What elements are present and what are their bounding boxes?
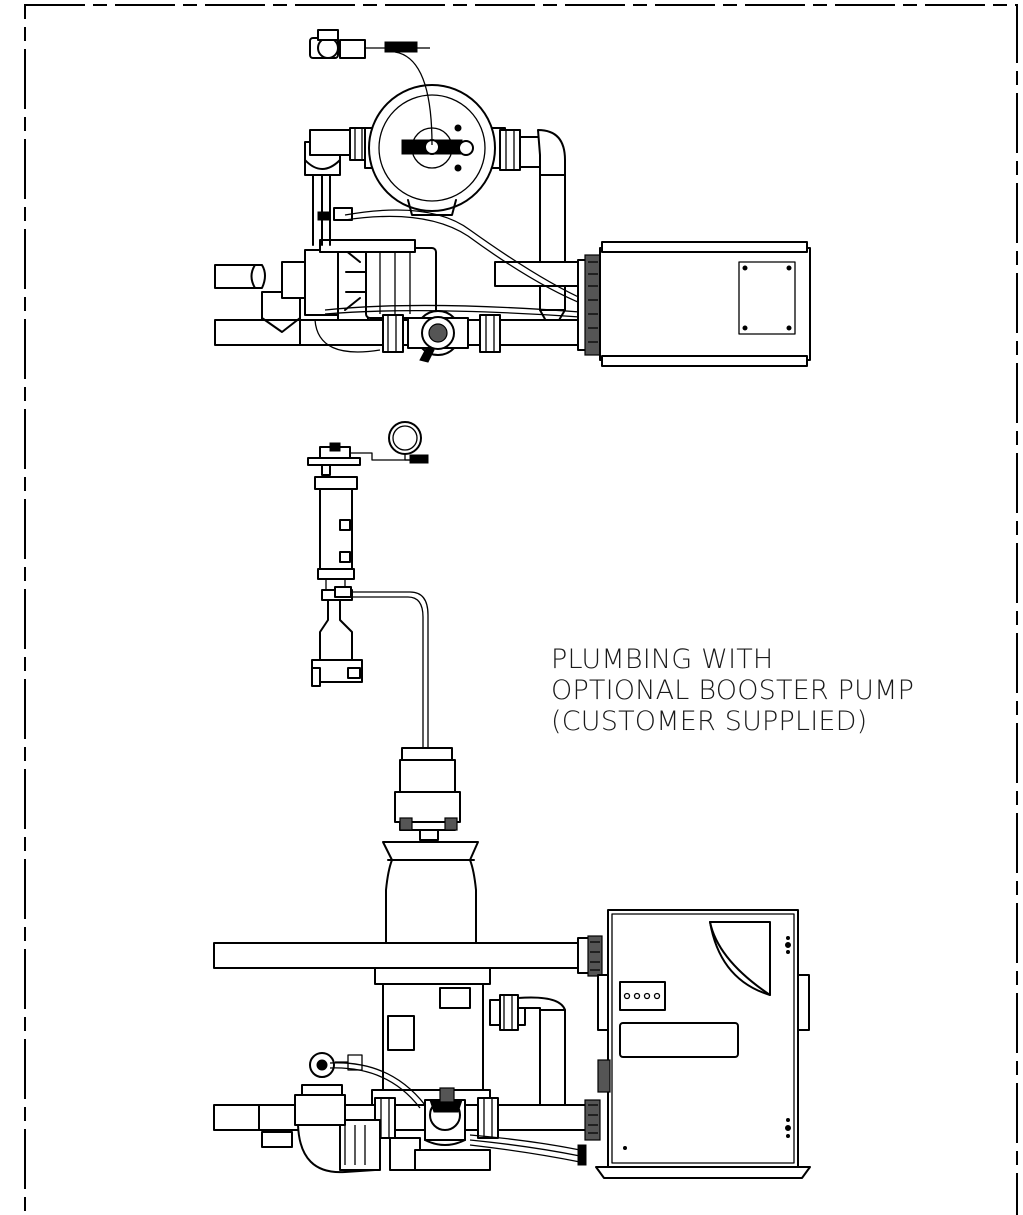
lower-pump [294,1052,491,1174]
lower-hose [350,591,429,750]
lower-filter-tank [382,841,479,951]
lower-right-riser [489,994,566,1106]
multiport-valve [364,84,506,216]
caption-line-1: PLUMBING WITH [551,644,774,675]
upper-sensor-tubes [314,209,586,353]
upper-right-pipe [494,129,581,333]
lower-heater [595,909,811,1179]
diagram-caption: PLUMBING WITH OPTIONAL BOOSTER PUMP (CUS… [551,644,971,737]
lower-cell [314,476,358,601]
dashed-border [24,4,1018,1215]
upper-heater [577,241,811,367]
upper-assembly [214,29,811,367]
upper-manifold [299,310,591,363]
lower-controller [307,421,429,476]
lower-assembly [213,421,811,1179]
caption-line-2: OPTIONAL BOOSTER PUMP [551,675,915,706]
upper-controller [309,29,433,146]
upper-left-elbow [304,127,369,176]
lower-sensor-tubes [329,1054,587,1166]
lower-filter-base [371,967,491,1106]
caption-line-3: (CUSTOMER SUPPLIED) [551,706,868,737]
lower-canister [311,599,363,687]
lower-valve [424,1087,466,1146]
lower-booster-pump [394,747,461,841]
upper-pump [304,239,437,321]
upper-tubes [312,174,353,246]
